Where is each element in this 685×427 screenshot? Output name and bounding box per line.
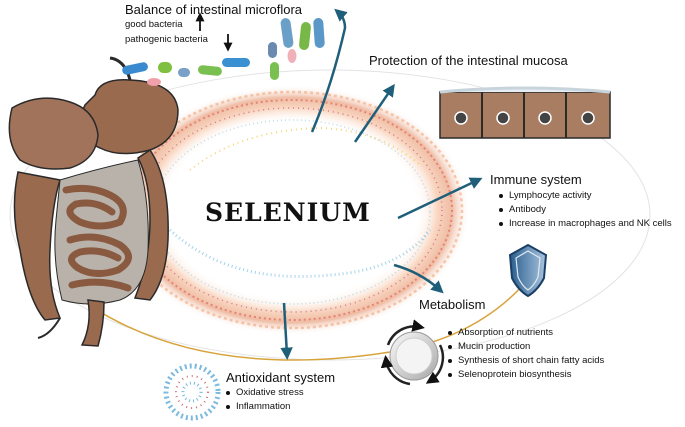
list-item: Selenoprotein biosynthesis: [448, 368, 604, 382]
mucosa-title: Protection of the intestinal mucosa: [369, 53, 568, 68]
list-item: Inflammation: [226, 400, 304, 414]
list-item: Lymphocyte activity: [499, 189, 672, 203]
list-item: Absorption of nutrients: [448, 326, 604, 340]
golden-orbit: [57, 274, 533, 361]
metabolism-title: Metabolism: [419, 297, 486, 312]
bacteria-icon: [122, 18, 325, 86]
selenium-ring: [114, 85, 470, 335]
list-item: Oxidative stress: [226, 386, 304, 400]
pathogenic-bacteria-label: pathogenic bacteria: [125, 34, 208, 45]
list-item: Antibody: [499, 203, 672, 217]
mucosa-cells-illustration: [439, 86, 611, 139]
good-bacteria-label: good bacteria: [125, 19, 183, 30]
effect-arrows: [280, 8, 483, 360]
antioxidant-list: Oxidative stress Inflammation: [226, 386, 304, 414]
antioxidant-title: Antioxidant system: [226, 370, 336, 385]
list-item: Mucin production: [448, 340, 604, 354]
immune-list: Lymphocyte activity Antibody Increase in…: [499, 189, 672, 231]
cycle-icon: [380, 319, 445, 386]
list-item: Synthesis of short chain fatty acids: [448, 354, 604, 368]
immune-title: Immune system: [490, 172, 582, 187]
intestine-illustration: [8, 56, 179, 347]
center-label: SELENIUM: [205, 198, 371, 227]
metabolism-list: Absorption of nutrients Mucin production…: [448, 326, 604, 382]
microflora-title: Balance of intestinal microflora: [125, 2, 303, 17]
outer-orbit: [9, 69, 651, 361]
antioxidant-particles-icon: [163, 363, 221, 421]
list-item: Increase in macrophages and NK cells: [499, 217, 672, 231]
shield-icon: [508, 243, 548, 298]
